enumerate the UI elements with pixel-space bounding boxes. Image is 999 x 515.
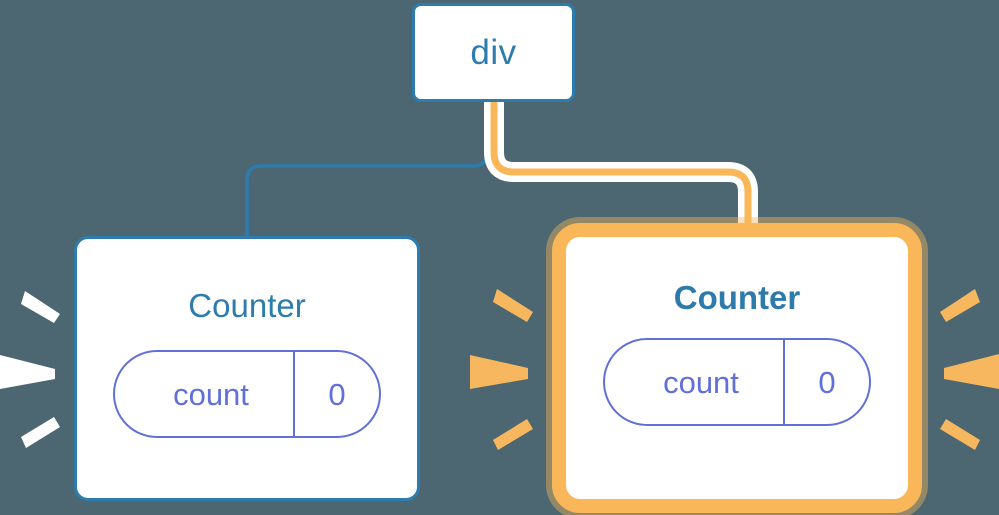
connector-div-to-counter-right [490, 102, 752, 236]
node-counter-left-title: Counter [188, 287, 306, 324]
burst-ray-middle [0, 355, 55, 389]
burst-ray-middle [944, 354, 999, 389]
state-pill-right[interactable]: count 0 [603, 338, 871, 426]
burst-right-counter-right-side [940, 289, 999, 450]
node-counter-right[interactable]: Counter count 0 [552, 223, 922, 513]
state-key-left: count [173, 376, 249, 412]
burst-right-counter-left-side [470, 289, 533, 450]
state-pill-left[interactable]: count 0 [113, 350, 381, 438]
burst-ray-upper [493, 289, 533, 322]
burst-ray-lower [940, 419, 980, 450]
connector-div-to-counter-left [245, 100, 489, 238]
burst-ray-lower [21, 417, 60, 448]
state-value-left: 0 [293, 352, 379, 436]
burst-ray-upper [940, 289, 980, 322]
burst-ray-middle [470, 355, 528, 389]
burst-left-counter [0, 291, 60, 448]
connector-div-to-counter-right-halo [484, 102, 758, 236]
burst-ray-lower [493, 419, 533, 450]
node-div[interactable]: div [412, 3, 575, 102]
node-div-label: div [470, 33, 517, 72]
state-key-right: count [663, 364, 739, 400]
burst-ray-upper [21, 291, 60, 323]
node-counter-left[interactable]: Counter count 0 [74, 236, 420, 501]
node-counter-right-title: Counter [673, 279, 801, 316]
state-value-right: 0 [783, 340, 869, 424]
